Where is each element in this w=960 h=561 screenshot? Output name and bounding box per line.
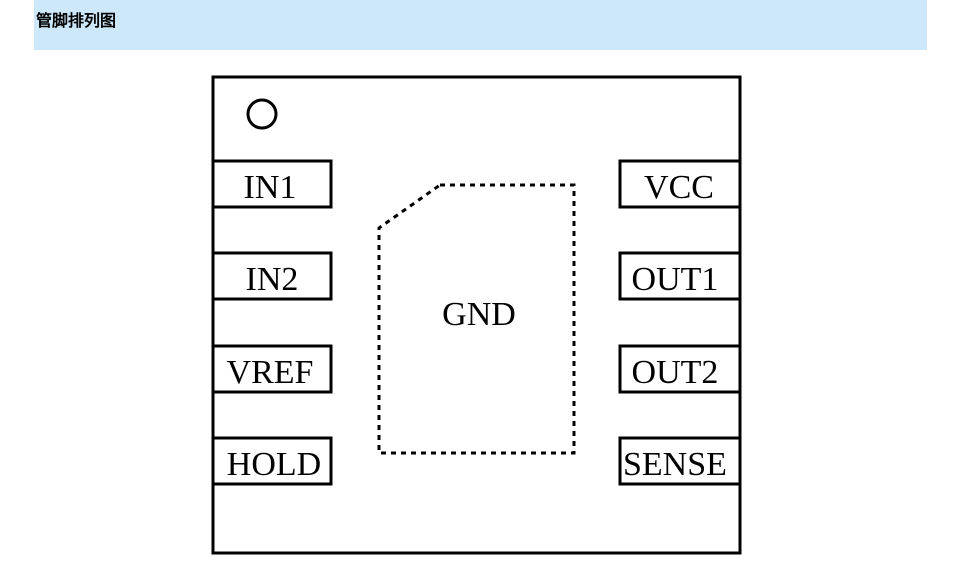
ground-pad: [377, 183, 576, 455]
pin-box-out2: [618, 344, 740, 394]
package-edge: [211, 75, 742, 555]
pin-label-vcc: VCC: [644, 169, 714, 206]
pin-box-hold: [211, 436, 333, 486]
pin-label-vref: VREF: [227, 354, 314, 391]
pin-box-out1: [618, 251, 740, 301]
page-title: 管脚排列图: [36, 11, 117, 30]
pin1-marker-icon: [246, 98, 278, 130]
pin-label-hold: HOLD: [227, 446, 321, 483]
left-pin-column: IN1 IN2 VREF HOLD: [211, 159, 333, 486]
pin-label-in2: IN2: [246, 261, 299, 298]
header-bar: 管脚排列图: [34, 0, 927, 50]
right-pin-column: VCC OUT1 OUT2 SENSE: [618, 159, 740, 486]
pin-box-vcc: [618, 159, 740, 209]
pin-label-out2: OUT2: [632, 354, 719, 391]
pin-label-sense: SENSE: [623, 446, 727, 483]
ground-pad-label: GND: [442, 296, 516, 333]
pin-box-sense: [618, 436, 740, 486]
pin-label-out1: OUT1: [632, 261, 719, 298]
pin-label-in1: IN1: [244, 169, 297, 206]
pin-box-in1: [211, 159, 333, 209]
